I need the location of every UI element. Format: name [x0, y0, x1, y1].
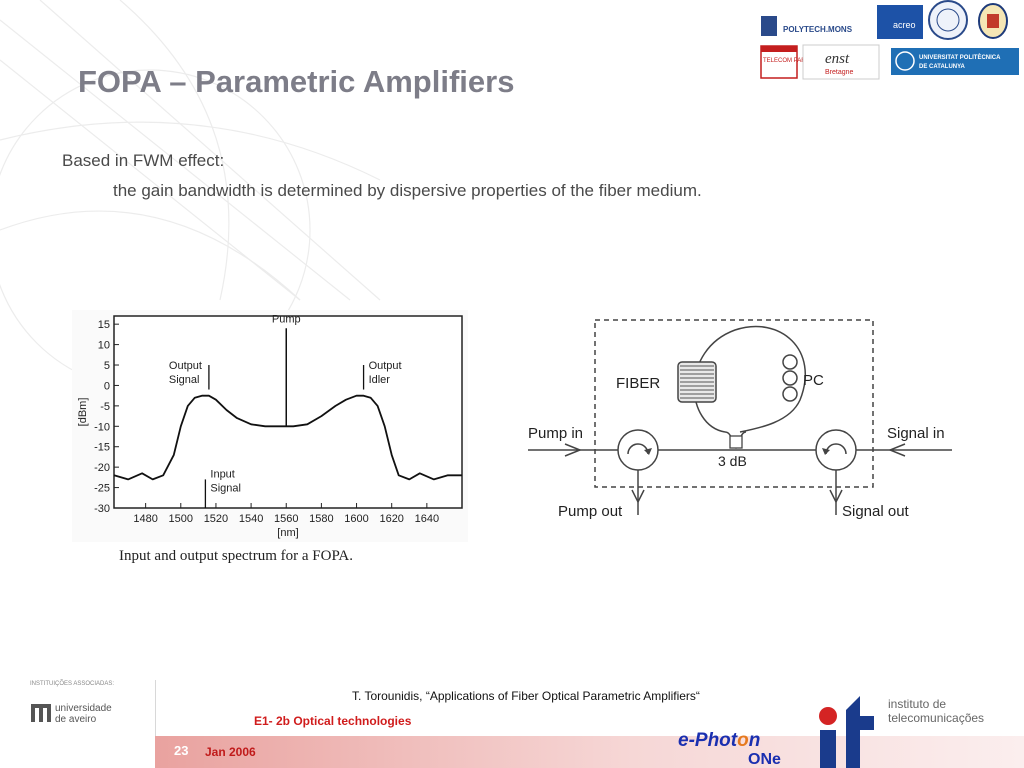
partner-logos: POLYTECH.MONS acreo TELECOM PARIS enst B… [760, 0, 1019, 80]
it-mark-icon [819, 696, 874, 768]
x-tick-label: 1520 [204, 513, 228, 525]
y-tick-label: 5 [104, 360, 110, 372]
signal-in-arrow-icon [887, 443, 906, 457]
associated-institutions: INSTITUIÇÕES ASSOCIADAS: universidade de… [30, 680, 114, 725]
course-label: E1- 2b Optical technologies [254, 714, 412, 728]
pump-out-label: Pump out [558, 503, 623, 520]
right-circulator-icon [815, 429, 857, 471]
y-tick-label: 15 [98, 319, 110, 331]
y-tick-label: -25 [94, 483, 110, 495]
crest-logo [978, 3, 1008, 39]
pump-out-arrow-icon [631, 489, 645, 504]
it-logo: instituto de telecomunicações [819, 696, 984, 768]
fiber-label: FIBER [616, 375, 660, 392]
fopa-setup-diagram: FIBER PC Pump in Signal in 3 dB Pump out… [528, 319, 952, 520]
plot-frame [113, 315, 463, 509]
x-tick-label: 1620 [379, 513, 403, 525]
signal-out-label: Signal out [842, 503, 910, 520]
y-tick-label: 10 [98, 340, 110, 352]
x-tick-label: 1540 [239, 513, 263, 525]
y-tick-label: -30 [94, 503, 110, 515]
x-tick-label: 1500 [169, 513, 193, 525]
output-idler-label-1: Output [369, 360, 402, 372]
svg-text:Bretagne: Bretagne [825, 69, 854, 76]
ephoton-text: e-Photon [678, 730, 760, 751]
y-tick-label: 0 [104, 380, 110, 392]
enclosure-box [594, 319, 874, 488]
left-circulator-icon [617, 429, 659, 471]
output-idler-label-2: Idler [369, 374, 391, 386]
x-tick-label: 1600 [344, 513, 368, 525]
x-tick-label: 1580 [309, 513, 333, 525]
figure-caption: Input and output spectrum for a FOPA. [119, 548, 354, 564]
polarization-controller-icon [782, 354, 798, 402]
signal-out-arrow-icon [829, 489, 843, 504]
footer-date: Jan 2006 [205, 745, 256, 759]
coupler-icon [724, 431, 747, 450]
it-name-line2: telecomunicações [888, 711, 984, 725]
telecom-paris-logo: TELECOM PARIS [760, 45, 811, 79]
aveiro-logo-icon [31, 704, 51, 722]
y-axis-label: [dBm] [77, 398, 89, 427]
coupler-label: 3 dB [718, 453, 747, 469]
output-signal-label-1: Output [169, 360, 202, 372]
output-signal-label-2: Signal [169, 374, 200, 386]
page-title: FOPA – Parametric Amplifiers [78, 64, 515, 99]
footer-band [155, 736, 1024, 768]
input-signal-label-1: Input [210, 468, 234, 480]
input-signal-label-2: Signal [210, 482, 241, 494]
x-axis-label: [nm] [277, 527, 298, 539]
pc-label: PC [803, 372, 824, 389]
svg-text:enst: enst [825, 51, 850, 67]
svg-text:TELECOM PARIS: TELECOM PARIS [763, 58, 811, 64]
pump-in-arrow-icon [564, 443, 583, 457]
spectrum-chart-svg: 15 10 5 0 -5 -10 -15 -20 -25 -30 1480 1500 1520 1540 1… [77, 313, 463, 539]
y-tick-label: -15 [94, 442, 110, 454]
it-name-line1: instituto de [888, 697, 946, 711]
ephoton-one-text: ONe [748, 751, 781, 768]
associated-label: INSTITUIÇÕES ASSOCIADAS: [30, 680, 114, 687]
page-number: 23 [174, 743, 189, 758]
svg-text:DE CATALUNYA: DE CATALUNYA [919, 64, 966, 70]
x-tick-label: 1640 [415, 513, 439, 525]
acreo-logo: acreo [877, 5, 923, 39]
svg-text:POLYTECH.MONS: POLYTECH.MONS [783, 25, 853, 34]
pump-label: Pump [272, 313, 301, 325]
spectrum-chart: 15 10 5 0 -5 -10 -15 -20 -25 -30 1480 1500 1520 1540 1… [72, 310, 468, 542]
svg-text:acreo: acreo [893, 20, 916, 30]
aveiro-name-line2: de aveiro [55, 714, 97, 725]
enst-logo: enst Bretagne [802, 44, 880, 80]
spectrum-line [113, 394, 462, 481]
fiber-spool-icon [677, 361, 717, 403]
upc-logo: UNIVERSITAT POLITÈCNICA DE CATALUNYA [891, 48, 1019, 75]
aveiro-name-line1: universidade [55, 703, 112, 714]
polytech-logo: POLYTECH.MONS [761, 16, 853, 36]
footer-separator [155, 680, 156, 768]
signal-in-label: Signal in [887, 425, 945, 442]
y-tick-label: -20 [94, 462, 110, 474]
x-tick-label: 1560 [274, 513, 298, 525]
y-tick-label: -5 [100, 401, 110, 413]
pump-in-label: Pump in [528, 425, 583, 442]
reference-text: T. Torounidis, “Applications of Fiber Op… [352, 689, 700, 703]
body-text-line2: the gain bandwidth is determined by disp… [113, 181, 702, 200]
seal-logo [928, 0, 968, 40]
body-text-line1: Based in FWM effect: [62, 151, 225, 170]
svg-text:UNIVERSITAT POLITÈCNICA: UNIVERSITAT POLITÈCNICA [919, 53, 1001, 61]
ephoton-logo: e-Photon ONe [678, 730, 781, 768]
x-tick-label: 1480 [133, 513, 157, 525]
y-tick-label: -10 [94, 421, 110, 433]
